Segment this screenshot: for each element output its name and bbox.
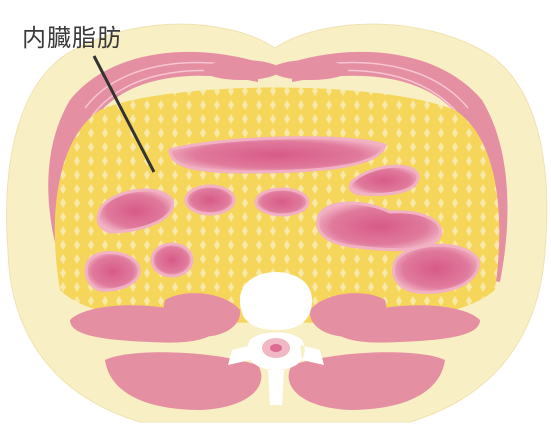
visceral-fat-label: 内臓脂肪 <box>22 18 122 53</box>
organ-center-lower <box>152 244 192 276</box>
rectus-muscle-left <box>204 60 280 80</box>
rectus-muscle-right <box>272 60 348 80</box>
organ-center-2 <box>256 189 308 215</box>
organ-center-1 <box>186 186 234 214</box>
organ-left-lower <box>86 253 139 291</box>
